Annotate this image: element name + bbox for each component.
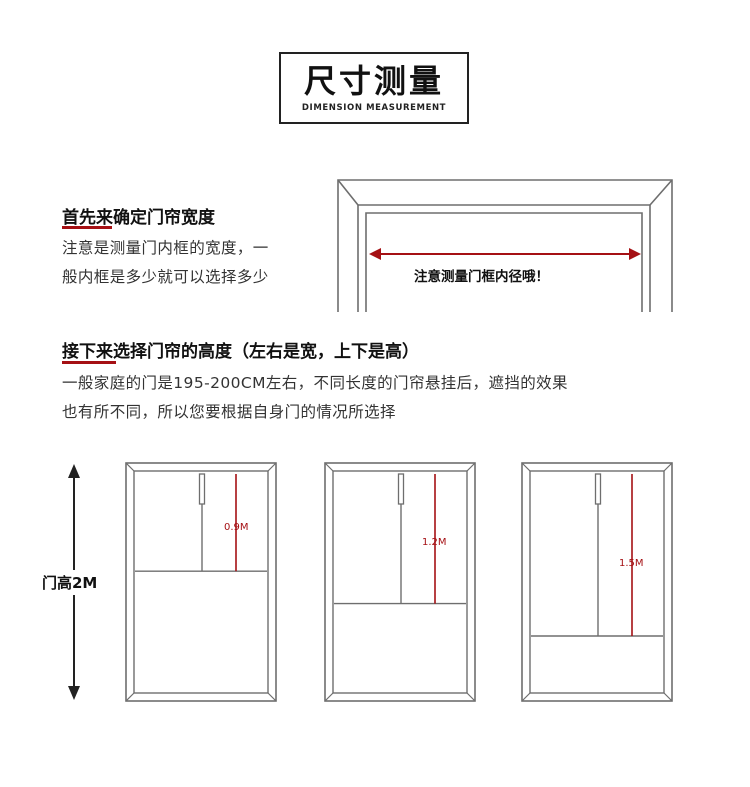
door-frame-inner bbox=[357, 204, 651, 312]
height-heading: 接下来选择门帘的高度（左右是宽，上下是高） bbox=[62, 342, 419, 362]
door-frame-outer bbox=[521, 462, 673, 702]
door-frame-jamb bbox=[365, 212, 643, 312]
door-frame-illustration bbox=[337, 179, 673, 312]
door-diagram-0-9m bbox=[125, 462, 277, 702]
page-title: 尺寸测量 bbox=[303, 62, 444, 100]
width-body-line2: 般内框是多少就可以选择多少 bbox=[62, 268, 269, 286]
curtain-top-slot bbox=[198, 473, 206, 505]
door-frame-outer bbox=[125, 462, 277, 702]
height-body-line1: 一般家庭的门是195-200CM左右，不同长度的门帘悬挂后，遮挡的效果 bbox=[62, 374, 568, 392]
door-frame-bevel bbox=[324, 462, 476, 702]
door-frame-inner bbox=[332, 470, 468, 694]
curtain-top-slot bbox=[594, 473, 602, 505]
curtain-length-label: 1.5M bbox=[619, 558, 644, 569]
title-box: 尺寸测量 DIMENSION MEASUREMENT bbox=[279, 52, 469, 124]
inner-width-arrow bbox=[369, 248, 641, 260]
door-frame-inner bbox=[529, 470, 665, 694]
door-height-label: 门高2M bbox=[42, 570, 98, 595]
page-subtitle: DIMENSION MEASUREMENT bbox=[301, 103, 447, 113]
door-frame-bevel bbox=[337, 179, 673, 206]
curtain-length-label: 1.2M bbox=[422, 537, 447, 548]
width-heading: 首先来确定门帘宽度 bbox=[62, 208, 215, 228]
height-body-line2: 也有所不同，所以您要根据自身门的情况所选择 bbox=[62, 403, 396, 421]
curtain-top-slot bbox=[397, 473, 405, 505]
door-frame-inner bbox=[133, 470, 269, 694]
door-frame-outer bbox=[337, 179, 673, 312]
frame-inner-note: 注意测量门框内径哦！ bbox=[414, 269, 549, 285]
width-heading-underline bbox=[62, 226, 112, 229]
door-frame-outer bbox=[324, 462, 476, 702]
width-body-line1: 注意是测量门内框的宽度，一 bbox=[62, 239, 269, 257]
curtain-length-label: 0.9M bbox=[224, 522, 249, 533]
door-frame-bevel bbox=[125, 462, 277, 702]
door-diagram-1-5m bbox=[521, 462, 673, 702]
height-heading-underline bbox=[62, 361, 116, 364]
door-frame-bevel bbox=[521, 462, 673, 702]
door-diagram-1-2m bbox=[324, 462, 476, 702]
